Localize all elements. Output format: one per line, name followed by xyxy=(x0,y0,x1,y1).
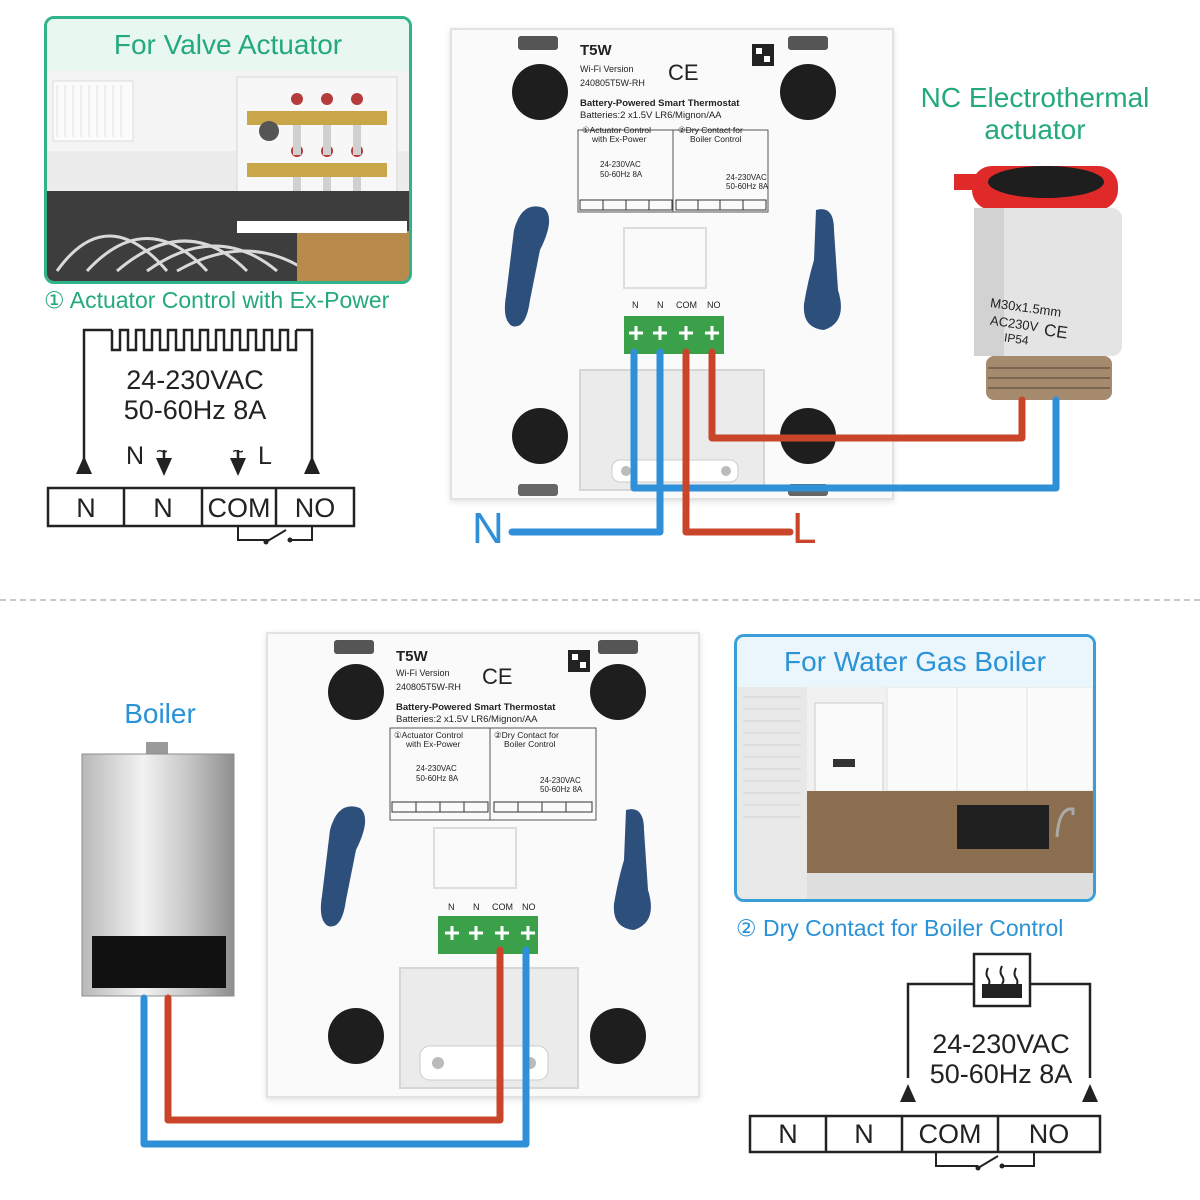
serial-label: 240805T5W-RH xyxy=(580,78,645,88)
section-divider xyxy=(0,599,1200,601)
box2-title-line1: ②Dry Contact for xyxy=(678,125,743,135)
gas-boiler-image xyxy=(81,742,235,997)
terminal-label-n2: N xyxy=(657,300,664,310)
top-terminal-n2: N xyxy=(153,493,173,523)
bottom-terminal-n1: N xyxy=(778,1119,798,1149)
terminal-label-n1-bottom: N xyxy=(448,902,455,912)
terminal-label-com: COM xyxy=(676,300,697,310)
bottom-terminal-no: NO xyxy=(1028,1119,1070,1149)
batteries-label-bottom: Batteries:2 x1.5V LR6/Mignon/AA xyxy=(396,714,538,725)
actuator-frequency-label: 50-60Hz 8A xyxy=(123,395,267,425)
box2-title-line2-bottom: Boiler Control xyxy=(504,739,556,749)
version-label-bottom: Wi-Fi Version xyxy=(396,668,450,678)
ce-mark: CE xyxy=(668,60,699,85)
gas-boiler-panel: For Water Gas Boiler xyxy=(734,634,1096,902)
batteries-label: Batteries:2 x1.5V LR6/Mignon/AA xyxy=(580,110,722,121)
top-terminal-com: COM xyxy=(207,493,271,523)
serial-label-bottom: 240805T5W-RH xyxy=(396,682,461,692)
terminal-label-n1: N xyxy=(632,300,639,310)
neutral-tilde-symbol: ~ xyxy=(156,441,168,463)
version-label: Wi-Fi Version xyxy=(580,64,634,74)
bottom-wiring xyxy=(140,946,530,1148)
boiler-voltage-label: 24-230VAC xyxy=(932,1029,1070,1059)
boiler-title: Boiler xyxy=(124,698,196,729)
kitchen-boiler-image xyxy=(737,687,1093,899)
boiler-frequency-label: 50-60Hz 8A xyxy=(929,1059,1073,1089)
valve-actuator-panel: For Valve Actuator xyxy=(44,16,412,284)
valve-actuator-title: For Valve Actuator xyxy=(47,19,409,74)
boiler-wiring-diagram xyxy=(748,952,1102,1171)
box1-frequency-bottom: 50-60Hz 8A xyxy=(416,774,459,783)
box2-voltage-bottom: 24-230VAC xyxy=(540,776,581,785)
actuator-wiring-diagram xyxy=(46,328,356,545)
box1-voltage-bottom: 24-230VAC xyxy=(416,764,457,773)
thermostat-back-plate-bottom: T5W Wi-Fi Version 240805T5W-RH CE Batter… xyxy=(266,632,700,1098)
box2-frequency: 50-60Hz 8A xyxy=(726,182,769,191)
box2-title-line2: Boiler Control xyxy=(690,134,742,144)
bottom-terminal-n2: N xyxy=(854,1119,874,1149)
neutral-load-label: N xyxy=(125,442,145,470)
box2-title-line1-bottom: ②Dry Contact for xyxy=(494,730,559,740)
underfloor-heating-manifold-image xyxy=(47,71,409,281)
top-wiring xyxy=(508,348,1060,536)
live-load-label: L xyxy=(258,442,272,470)
boiler-diagram-caption: ② Dry Contact for Boiler Control xyxy=(736,915,1064,941)
electrothermal-actuator-image xyxy=(954,166,1122,400)
box2-voltage: 24-230VAC xyxy=(726,173,767,182)
terminal-label-no: NO xyxy=(707,300,721,310)
actuator-title: NC Electrothermal actuator xyxy=(920,82,1150,145)
live-wire-label: L xyxy=(792,504,817,553)
description-label: Battery-Powered Smart Thermostat xyxy=(580,98,740,109)
ce-mark-bottom: CE xyxy=(482,664,513,689)
box1-frequency: 50-60Hz 8A xyxy=(600,170,643,179)
actuator-diagram-caption: ① Actuator Control with Ex-Power xyxy=(44,287,390,313)
back-plate-structure-bottom xyxy=(320,640,651,1089)
box1-title-line2: with Ex-Power xyxy=(592,134,647,144)
bottom-terminal-com: COM xyxy=(918,1119,982,1149)
terminal-label-no-bottom: NO xyxy=(522,902,536,912)
live-tilde-symbol: ~ xyxy=(232,441,244,463)
box1-title-line1: ①Actuator Control xyxy=(582,125,652,135)
top-terminal-n1: N xyxy=(76,493,96,523)
box1-title-line2-bottom: with Ex-Power xyxy=(406,739,461,749)
terminal-label-n2-bottom: N xyxy=(473,902,480,912)
terminal-label-com-bottom: COM xyxy=(492,902,513,912)
box1-title-line1-bottom: ①Actuator Control xyxy=(394,730,464,740)
model-label: T5W xyxy=(580,42,612,59)
neutral-wire-label: N xyxy=(472,504,504,553)
gas-boiler-title: For Water Gas Boiler xyxy=(737,637,1093,690)
box2-frequency-bottom: 50-60Hz 8A xyxy=(540,785,583,794)
description-label-bottom: Battery-Powered Smart Thermostat xyxy=(396,702,556,713)
actuator-voltage-label: 24-230VAC xyxy=(126,365,264,395)
model-label-bottom: T5W xyxy=(396,648,428,665)
top-terminal-no: NO xyxy=(294,493,336,523)
box1-voltage: 24-230VAC xyxy=(600,160,641,169)
